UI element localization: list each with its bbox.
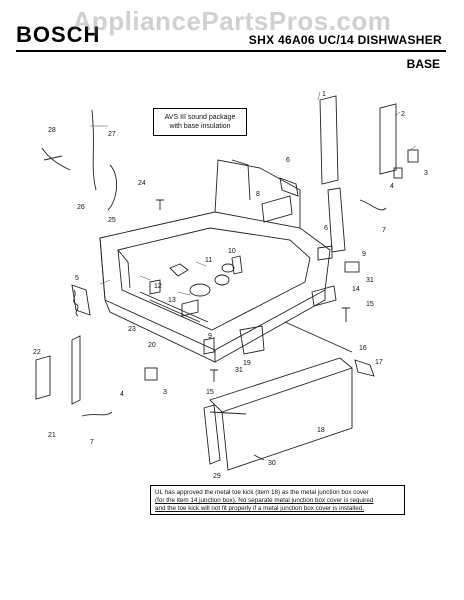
part-label-27: 27 — [108, 131, 116, 138]
part-label-16: 16 — [359, 345, 367, 352]
part-label-22: 22 — [33, 349, 41, 356]
part-label-17: 17 — [375, 359, 383, 366]
part-label-14: 14 — [352, 286, 360, 293]
part-label-4: 4 — [390, 183, 394, 190]
part-label-10: 10 — [228, 248, 236, 255]
part-label-29: 29 — [213, 473, 221, 480]
part-label-19: 19 — [243, 360, 251, 367]
part-label-25: 25 — [108, 217, 116, 224]
part-label-28: 28 — [48, 127, 56, 134]
part-label-24: 24 — [138, 180, 146, 187]
part-label-23: 23 — [128, 326, 136, 333]
callout-line-1: AVS III sound package — [164, 114, 236, 121]
note-line-1: UL has approved the metal toe kick (item… — [155, 489, 369, 496]
part-label-20: 20 — [148, 342, 156, 349]
part-label-13: 13 — [168, 297, 176, 304]
section-title: BASE — [406, 57, 440, 71]
part-label-30: 30 — [268, 460, 276, 467]
ul-note-box: UL has approved the metal toe kick (item… — [150, 485, 405, 515]
part-label-9: 9 — [362, 251, 366, 258]
part-label-12: 12 — [154, 283, 162, 290]
part-label-1: 1 — [322, 91, 326, 98]
part-label-7b: 7 — [382, 227, 386, 234]
part-label-3b: 3 — [163, 389, 167, 396]
note-line-2: (for the item 14 junction box). No separ… — [155, 497, 374, 504]
header-rule — [16, 50, 446, 52]
part-label-2: 2 — [401, 111, 405, 118]
part-label-26: 26 — [77, 204, 85, 211]
part-label-21: 21 — [48, 432, 56, 439]
sound-package-callout: AVS III sound package with base insulati… — [153, 108, 247, 136]
part-label-5: 5 — [75, 275, 79, 282]
model-title: SHX 46A06 UC/14 DISHWASHER — [248, 33, 442, 47]
callout-line-2: with base insulation — [169, 123, 231, 130]
part-label-15: 15 — [366, 301, 374, 308]
brand-logo: BOSCH — [16, 22, 101, 47]
part-label-6: 6 — [286, 157, 290, 164]
part-label-8: 8 — [256, 191, 260, 198]
part-label-15b: 15 — [206, 389, 214, 396]
part-label-11: 11 — [205, 257, 212, 264]
part-label-6b: 6 — [324, 225, 328, 232]
part-label-9b: 9 — [208, 333, 212, 340]
note-line-3: and the toe kick will not fit properly i… — [155, 505, 364, 512]
base-tub — [99, 211, 331, 351]
part-label-31: 31 — [366, 277, 374, 284]
part-label-4b: 4 — [120, 391, 124, 398]
part-label-7: 7 — [90, 439, 94, 446]
part-label-31b: 31 — [235, 367, 243, 374]
part-label-18: 18 — [317, 427, 325, 434]
part-label-3: 3 — [424, 170, 428, 177]
